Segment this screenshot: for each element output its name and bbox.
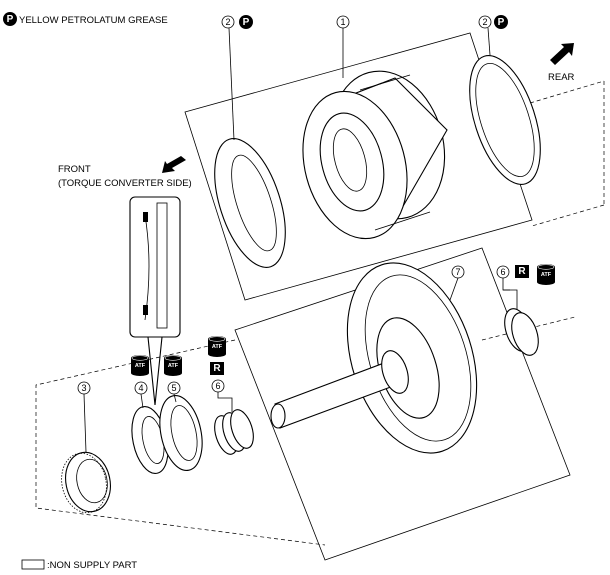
front-sublabel: (TORQUE CONVERTER SIDE) <box>58 178 192 189</box>
svg-text:R: R <box>213 363 221 374</box>
thrust-washer-right <box>469 55 541 185</box>
svg-text:4: 4 <box>138 383 143 393</box>
svg-text:2: 2 <box>225 17 230 27</box>
callout-leader-4 <box>140 393 144 409</box>
front-dash-boundary <box>35 339 326 546</box>
grease-p-icon <box>494 15 508 29</box>
callout-1: 1 <box>336 15 350 29</box>
footer-text: :NON SUPPLY PART <box>47 560 137 571</box>
front-arrow-icon <box>162 156 186 173</box>
seal-rings-front <box>214 409 254 455</box>
upper-assembly-panel <box>184 32 533 301</box>
svg-text:R: R <box>518 266 526 277</box>
callout-leader-6-rear-b <box>503 289 518 310</box>
svg-text:1: 1 <box>340 17 345 27</box>
rear-label: REAR <box>548 72 575 83</box>
callout-6-front: 6 ATF R <box>207 335 227 393</box>
rear-dash-line-lower <box>531 204 605 227</box>
seal-dash-line <box>481 316 576 341</box>
callout-leader-2a <box>228 27 235 141</box>
front-label: FRONT <box>58 164 91 175</box>
svg-text:P: P <box>498 17 505 28</box>
callout-5: 5 ATF <box>163 354 183 395</box>
legend-non-supply: :NON SUPPLY PART <box>21 559 137 571</box>
callout-6-rear: 6 R ATF <box>496 263 556 286</box>
svg-text:3: 3 <box>81 383 86 393</box>
rear-arrow-icon <box>550 43 574 65</box>
svg-text:ATF: ATF <box>135 363 146 369</box>
replace-r-icon <box>515 265 529 278</box>
sun-gear-3 <box>61 451 111 514</box>
grease-p-icon <box>3 12 17 26</box>
grease-p-icon <box>239 15 253 29</box>
output-shaft-gear <box>270 262 478 454</box>
legend-text: YELLOW PETROLATUM GREASE <box>19 15 168 26</box>
callout-3: 3 <box>77 381 91 395</box>
rear-dash-line <box>529 80 605 104</box>
svg-text:6: 6 <box>500 267 505 277</box>
callout-leader-6-rear <box>502 278 510 291</box>
svg-text:2: 2 <box>482 17 487 27</box>
legend-grease: P YELLOW PETROLATUM GREASE <box>3 12 168 26</box>
callout-2-right: 2 P <box>478 15 508 29</box>
callout-leader-3 <box>83 393 87 453</box>
svg-text:7: 7 <box>455 267 460 277</box>
callout-leader-5 <box>173 393 177 403</box>
callout-4: 4 ATF <box>130 354 150 395</box>
svg-text:6: 6 <box>215 381 220 391</box>
thrust-washer-left <box>214 138 286 268</box>
grease-p-icon-letter: P <box>7 14 14 25</box>
callout-leader-6-front <box>217 392 233 412</box>
svg-text:P: P <box>243 17 250 28</box>
thrust-washer-5 <box>159 395 203 471</box>
svg-text:ATF: ATF <box>168 363 179 369</box>
svg-text:ATF: ATF <box>212 344 223 350</box>
replace-r-icon <box>210 362 224 375</box>
non-supply-box-icon <box>21 559 45 570</box>
svg-text:5: 5 <box>171 383 176 393</box>
clutch-drum <box>302 70 448 240</box>
callout-2-left: 2 P <box>221 15 253 29</box>
seal-rings-rear <box>504 308 539 356</box>
callout-7: 7 <box>451 265 465 279</box>
callout-leader-7 <box>449 277 459 301</box>
svg-text:ATF: ATF <box>541 272 552 278</box>
detail-section-inset <box>129 196 181 406</box>
callout-leader-2b <box>487 27 491 56</box>
